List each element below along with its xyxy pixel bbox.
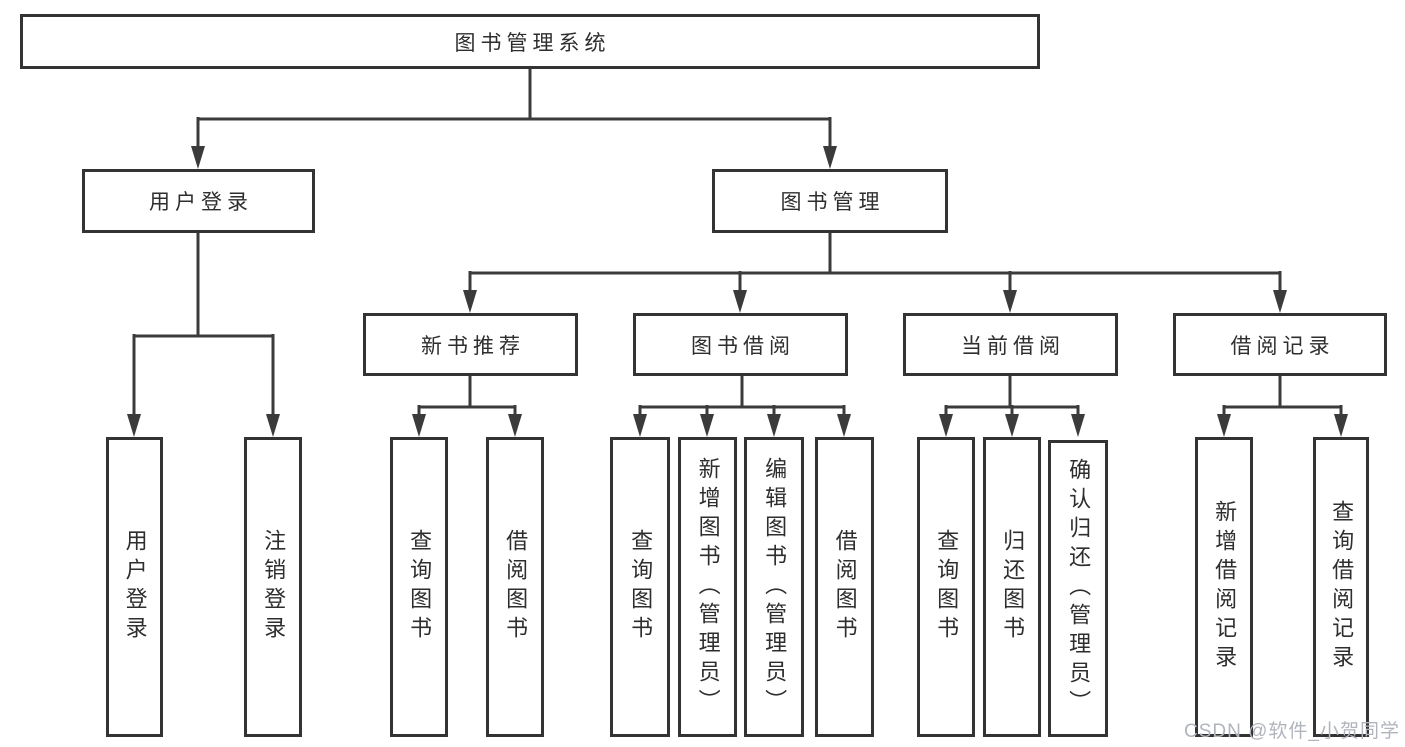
leaf-logout-login: 注销登录: [244, 437, 302, 737]
leaf-borrow-books-2: 借阅图书: [815, 437, 874, 737]
leaf-query-books-1: 查询图书: [390, 437, 448, 737]
connector-user-login-to-leaves: [127, 233, 280, 437]
connector-new-book-to-leaves: [412, 376, 522, 437]
leaf-edit-book-admin: 编辑图书（管理员）: [744, 437, 804, 737]
leaf-confirm-return-admin-label: 确认归还（管理员）: [1066, 458, 1092, 719]
leaf-query-books-3-label: 查询图书: [934, 529, 960, 645]
leaf-query-books-1-label: 查询图书: [407, 529, 433, 645]
connector-root-to-level2: [191, 69, 837, 169]
leaf-query-books-2-label: 查询图书: [628, 529, 654, 645]
connector-current-borrow-to-leaves: [939, 376, 1085, 437]
leaf-query-borrow-record-label: 查询借阅记录: [1329, 500, 1355, 674]
leaf-edit-book-admin-label: 编辑图书（管理员）: [762, 456, 788, 718]
leaf-return-books-label: 归还图书: [1000, 529, 1026, 645]
leaf-borrow-books-2-label: 借阅图书: [832, 529, 858, 645]
leaf-add-book-admin: 新增图书（管理员）: [678, 437, 737, 737]
leaf-query-books-2: 查询图书: [610, 437, 670, 737]
connector-borrow-records-to-leaves: [1217, 376, 1348, 437]
leaf-user-login-label: 用户登录: [122, 529, 148, 645]
leaf-add-borrow-record-label: 新增借阅记录: [1212, 500, 1238, 674]
leaf-logout-login-label: 注销登录: [261, 529, 287, 645]
node-new-book-recommend: 新书推荐: [363, 313, 578, 376]
node-root-label: 图书管理系统: [454, 31, 611, 55]
leaf-borrow-books-1: 借阅图书: [486, 437, 544, 737]
node-book-borrowing: 图书借阅: [633, 313, 848, 376]
leaf-confirm-return-admin: 确认归还（管理员）: [1048, 440, 1108, 737]
node-book-borrowing-label: 图书借阅: [691, 334, 795, 358]
leaf-borrow-books-1-label: 借阅图书: [503, 529, 529, 645]
connector-book-borrow-to-leaves: [633, 376, 851, 437]
leaf-query-borrow-record: 查询借阅记录: [1313, 437, 1369, 737]
node-borrow-records: 借阅记录: [1173, 313, 1387, 376]
node-current-borrowing-label: 当前借阅: [961, 334, 1065, 358]
node-current-borrowing: 当前借阅: [903, 313, 1118, 376]
node-root: 图书管理系统: [20, 14, 1040, 69]
node-book-management-label: 图书管理: [780, 191, 885, 214]
leaf-query-books-3: 查询图书: [917, 437, 975, 737]
node-user-login: 用户登录: [82, 169, 315, 233]
leaf-add-book-admin-label: 新增图书（管理员）: [695, 456, 721, 718]
leaf-user-login: 用户登录: [106, 437, 163, 737]
node-book-management: 图书管理: [712, 169, 948, 233]
leaf-add-borrow-record: 新增借阅记录: [1195, 437, 1253, 737]
leaf-return-books: 归还图书: [983, 437, 1041, 737]
node-borrow-records-label: 借阅记录: [1230, 334, 1335, 358]
csdn-watermark: CSDN @软件_小贺同学: [1184, 721, 1400, 742]
node-new-book-recommend-label: 新书推荐: [421, 334, 525, 358]
node-user-login-label: 用户登录: [149, 191, 253, 214]
connector-book-mgmt-to-modules: [463, 233, 1287, 313]
